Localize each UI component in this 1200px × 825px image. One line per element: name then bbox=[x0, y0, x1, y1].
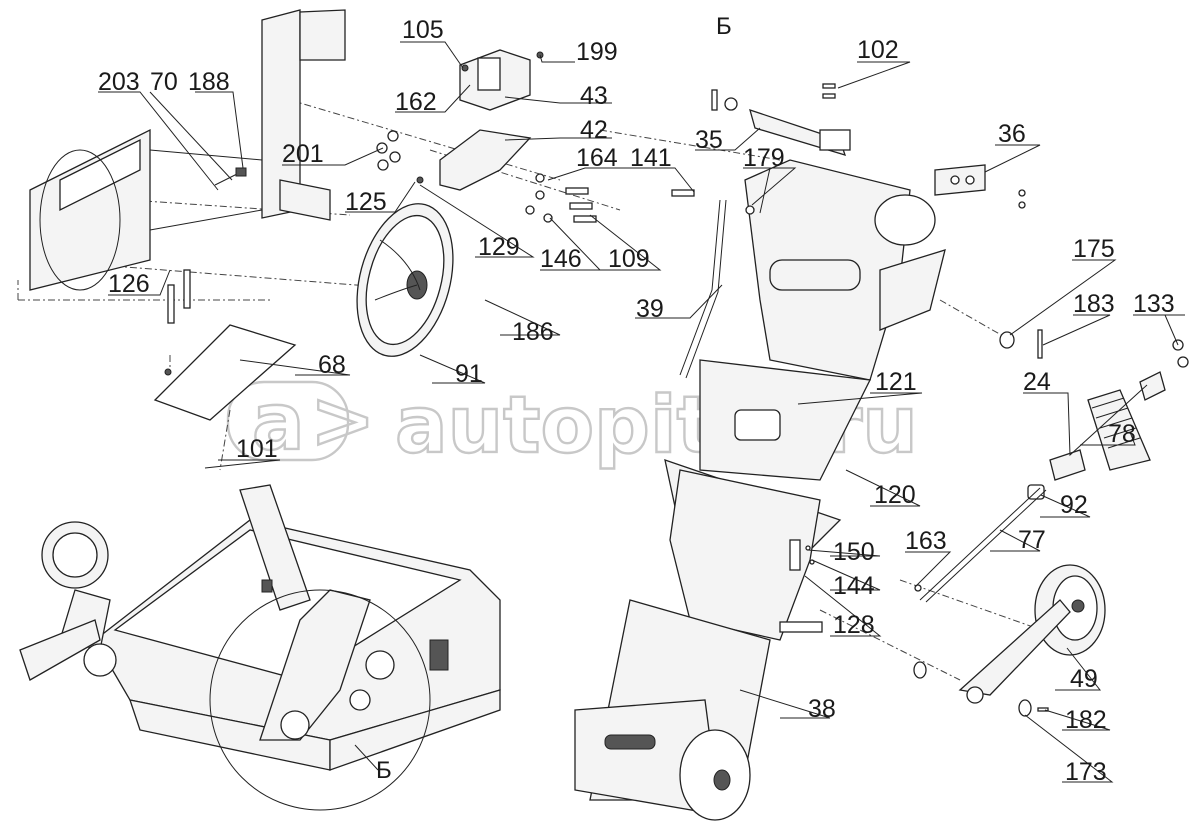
callout-183: 183 bbox=[1073, 290, 1115, 318]
callout-101: 101 bbox=[236, 435, 278, 463]
callout-38: 38 bbox=[808, 695, 836, 723]
callout-173: 173 bbox=[1065, 758, 1107, 786]
callout-77: 77 bbox=[1018, 526, 1046, 554]
callout-43: 43 bbox=[580, 82, 608, 110]
callout-163: 163 bbox=[905, 527, 947, 555]
callout-128: 128 bbox=[833, 611, 875, 639]
callout-186: 186 bbox=[512, 318, 554, 346]
callout-68: 68 bbox=[318, 351, 346, 379]
callout-49: 49 bbox=[1070, 665, 1098, 693]
callout-188: 188 bbox=[188, 68, 230, 96]
callout-141: 141 bbox=[630, 144, 672, 172]
callout-78: 78 bbox=[1108, 420, 1136, 448]
header-frame-part bbox=[29, 9, 346, 291]
svg-text:a: a bbox=[252, 378, 305, 468]
rod-parts bbox=[671, 83, 851, 379]
fastener-set bbox=[376, 130, 597, 223]
callout-164: 164 bbox=[576, 144, 618, 172]
section-label-bottom: Б bbox=[376, 757, 392, 784]
callout-35: 35 bbox=[695, 126, 723, 154]
callout-125: 125 bbox=[345, 188, 387, 216]
bracket-assembly bbox=[416, 49, 544, 191]
callout-102: 102 bbox=[857, 36, 899, 64]
chute-assembly bbox=[574, 159, 946, 821]
svg-text:>: > bbox=[310, 376, 375, 466]
leader-lines bbox=[98, 41, 1185, 783]
callout-120: 120 bbox=[874, 481, 916, 509]
callout-42: 42 bbox=[580, 116, 608, 144]
section-label-top: Б bbox=[716, 13, 732, 40]
plate-68 bbox=[153, 269, 297, 421]
callout-labels: 105 199 162 43 42 203 70 188 201 164 141… bbox=[98, 16, 1175, 786]
callout-162: 162 bbox=[395, 88, 437, 116]
right-parts bbox=[805, 164, 1189, 717]
callout-121: 121 bbox=[875, 368, 917, 396]
callout-36: 36 bbox=[998, 120, 1026, 148]
callout-144: 144 bbox=[833, 572, 875, 600]
callout-126: 126 bbox=[108, 270, 150, 298]
callout-70: 70 bbox=[150, 68, 178, 96]
callout-146: 146 bbox=[540, 245, 582, 273]
callout-182: 182 bbox=[1065, 706, 1107, 734]
callout-105: 105 bbox=[402, 16, 444, 44]
callout-39: 39 bbox=[636, 295, 664, 323]
callout-150: 150 bbox=[833, 538, 875, 566]
callout-179: 179 bbox=[743, 144, 785, 172]
callout-203: 203 bbox=[98, 68, 140, 96]
callout-109: 109 bbox=[608, 245, 650, 273]
callout-175: 175 bbox=[1073, 235, 1115, 263]
callout-92: 92 bbox=[1060, 491, 1088, 519]
callout-201: 201 bbox=[282, 140, 324, 168]
pulley-91 bbox=[356, 203, 454, 357]
machine-assembly bbox=[19, 484, 501, 811]
callout-24: 24 bbox=[1023, 368, 1051, 396]
callout-129: 129 bbox=[478, 233, 520, 261]
callout-199: 199 bbox=[576, 38, 618, 66]
callout-133: 133 bbox=[1133, 290, 1175, 318]
callout-91: 91 bbox=[455, 360, 483, 388]
